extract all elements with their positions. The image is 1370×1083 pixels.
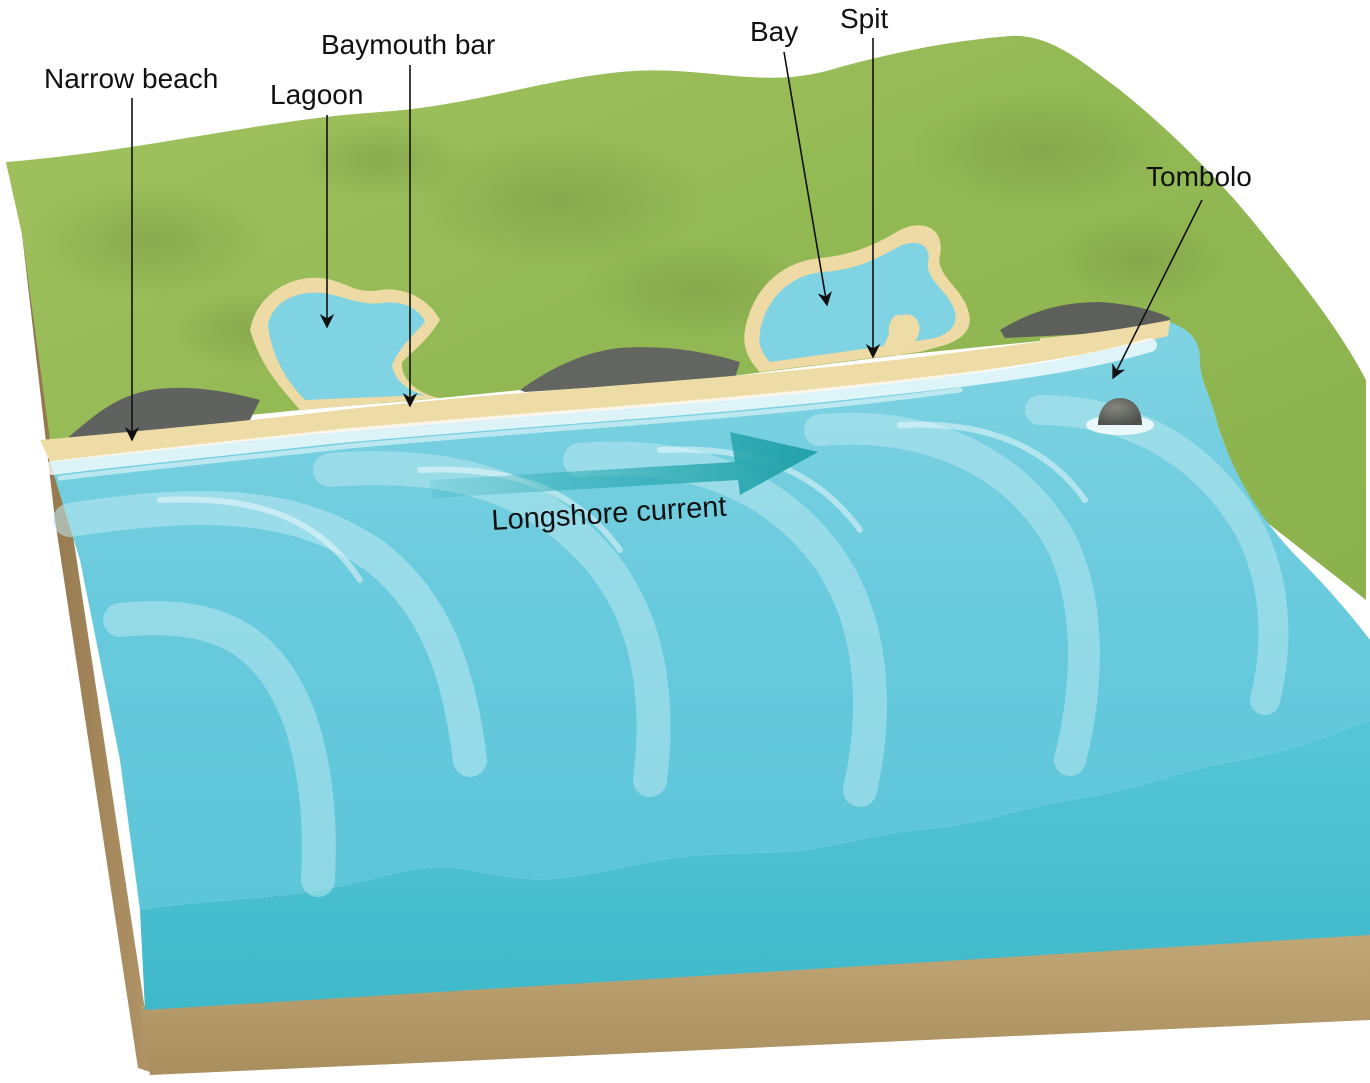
label-bay: Bay (750, 16, 798, 47)
longshore-current-arrow (430, 432, 818, 498)
sea-stack (1086, 398, 1154, 435)
label-baymouth-bar: Baymouth bar (321, 29, 495, 60)
label-tombolo: Tombolo (1146, 161, 1252, 192)
label-lagoon: Lagoon (270, 79, 363, 110)
surf-foam (45, 338, 1157, 475)
sea-front-face (140, 720, 1370, 1010)
bay-water (759, 242, 956, 362)
spit-hook (880, 314, 920, 356)
label-narrow-beach: Narrow beach (44, 63, 218, 94)
label-spit: Spit (840, 3, 888, 34)
lagoon-water (268, 292, 425, 400)
beach (40, 322, 1170, 462)
land-texture (30, 90, 1230, 370)
surf-foam-inner (57, 387, 963, 481)
soil-left-face (6, 162, 150, 1072)
leader-lines (124, 38, 1203, 442)
soil-front-face (140, 930, 1370, 1075)
